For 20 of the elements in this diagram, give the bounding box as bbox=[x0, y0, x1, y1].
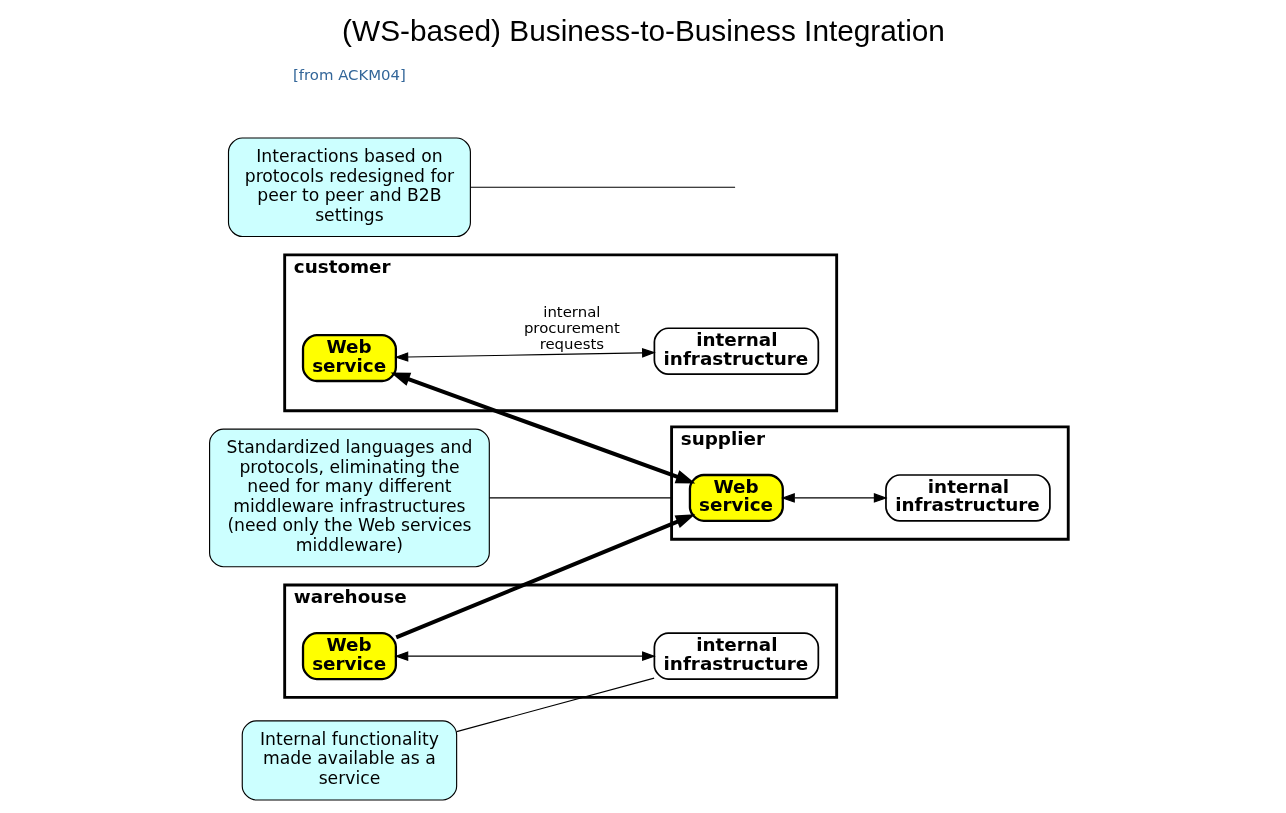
node-box: Web service bbox=[301, 632, 397, 681]
edge-label: internal procurement requests bbox=[523, 303, 620, 354]
arrow bbox=[394, 348, 656, 362]
connector bbox=[455, 677, 655, 733]
node-box: Web service bbox=[688, 473, 784, 522]
node-box: Standardized languages and protocols, eliminating the need for many different middleware infrastructures (need only the Web services middleware) bbox=[208, 428, 490, 568]
node-box: Interactions based on protocols redesigned for peer to peer and B2B settings bbox=[227, 137, 471, 238]
diagram-title: (WS-based) Business-to-Business Integration bbox=[341, 14, 945, 48]
node-box: internal infrastructure bbox=[653, 632, 819, 680]
arrow bbox=[393, 651, 656, 661]
node-box: internal infrastructure bbox=[884, 474, 1051, 522]
connector bbox=[488, 497, 672, 499]
label: [from ACKM04] bbox=[292, 65, 406, 84]
node-box: Internal functionality made available as a service bbox=[241, 720, 457, 801]
connector bbox=[469, 186, 736, 188]
node-box: internal infrastructure bbox=[653, 327, 819, 375]
node-box: Web service bbox=[301, 334, 397, 383]
arrow bbox=[780, 493, 888, 503]
arrow bbox=[390, 372, 695, 484]
arrow bbox=[394, 514, 695, 640]
